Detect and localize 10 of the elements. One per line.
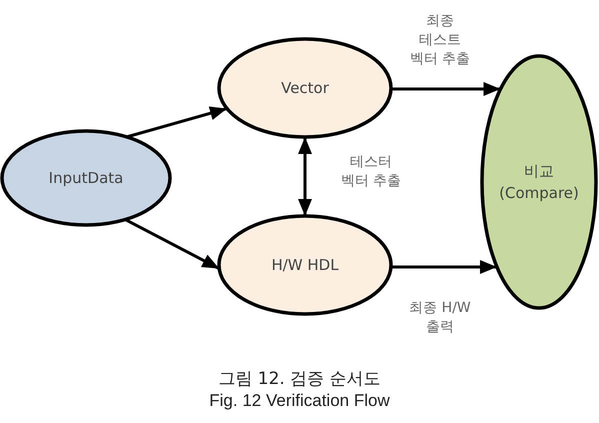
arrow bbox=[126, 106, 228, 138]
caption: Fig. 12 Verification Flow bbox=[208, 391, 391, 411]
caption: 그림 12. 검증 순서도 bbox=[217, 368, 382, 390]
arrow bbox=[124, 218, 220, 270]
process-ellipse: Vector bbox=[216, 36, 394, 140]
process-ellipse: 비교 (Compare) bbox=[479, 53, 599, 311]
double-arrow bbox=[298, 137, 312, 216]
arrow bbox=[390, 82, 501, 96]
process-ellipse: H/W HDL bbox=[216, 213, 394, 317]
process-ellipse: InputData bbox=[0, 128, 173, 228]
